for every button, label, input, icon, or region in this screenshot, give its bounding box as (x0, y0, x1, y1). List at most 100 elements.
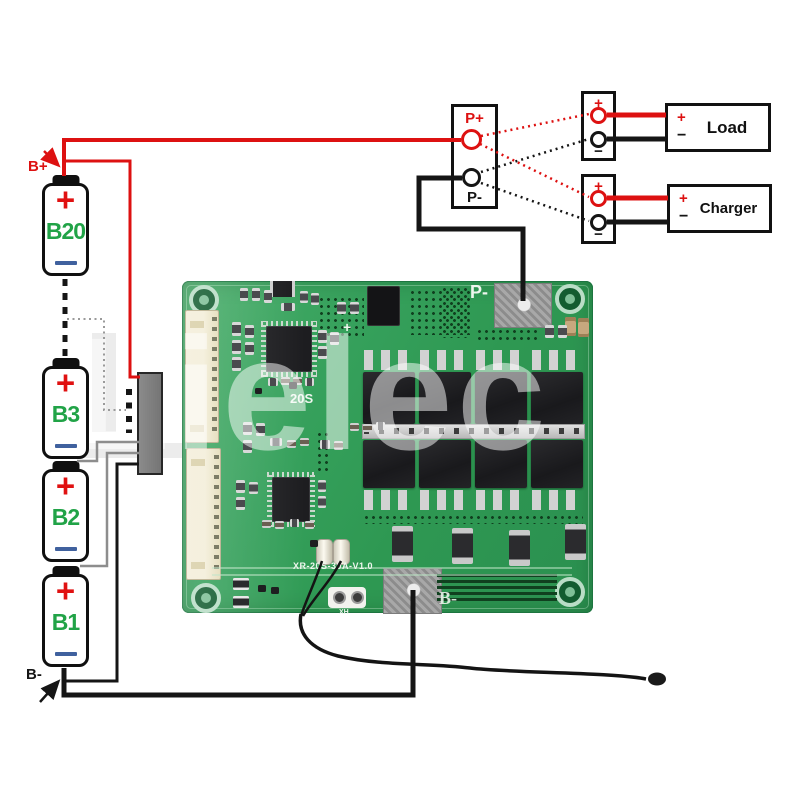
battery-b20: + B20 (42, 175, 89, 276)
bms-ic-2 (267, 472, 315, 527)
via-column-grid (437, 574, 557, 604)
smd-component (258, 585, 266, 592)
mosfet-legs (420, 350, 470, 370)
smd-component (305, 378, 314, 386)
load-minus-terminal[interactable] (590, 131, 607, 148)
silkscreen-model: XR-20S-30A-V1.0 (293, 561, 374, 571)
battery-positive-terminal (52, 358, 79, 368)
ghost-band-vertical (92, 333, 116, 432)
smd-component (300, 291, 308, 303)
load-connector-block: + − (581, 91, 616, 161)
smd-component (558, 325, 567, 338)
mounting-hole-bottom-right (555, 577, 585, 607)
smd-component (318, 480, 326, 492)
smd-component (243, 440, 252, 453)
smd-component (236, 497, 245, 510)
minus-symbol: − (594, 143, 603, 160)
silkscreen-p-minus: P- (470, 282, 488, 302)
smd-component (363, 424, 372, 432)
bms-ic-1 (261, 321, 317, 377)
mosfet (419, 372, 471, 424)
balance-connector-header-1 (185, 310, 219, 443)
load-label: Load (706, 117, 748, 137)
smd-component (310, 540, 318, 547)
p-plus-terminal[interactable] (461, 129, 482, 150)
smd-component (350, 423, 359, 431)
minus-symbol: − (594, 226, 603, 243)
charger-plus-terminal[interactable] (590, 190, 607, 207)
plus-symbol: + (55, 467, 76, 504)
mounting-hole-top-right (555, 284, 585, 314)
smd-component (249, 482, 258, 494)
b-minus-label: B- (26, 666, 42, 683)
smd-component (289, 382, 297, 389)
minus-symbol (54, 261, 77, 265)
smd-component (290, 519, 299, 527)
battery-b3: + B3 (42, 358, 89, 459)
smd-component (293, 377, 302, 385)
mosfet-legs (476, 350, 526, 370)
smd-component (233, 578, 249, 590)
balance-connector-header-2 (186, 448, 221, 580)
trace-line (212, 574, 572, 576)
smd-component (262, 520, 271, 528)
sense-resistor (565, 524, 586, 560)
p-minus-terminal[interactable] (462, 168, 481, 187)
smd-component (376, 422, 385, 430)
mosfet-legs (476, 490, 526, 510)
charger-label: Charger (699, 200, 758, 217)
plus-symbol: + (55, 572, 76, 609)
battery-name: B3 (51, 401, 80, 427)
diode (565, 317, 576, 336)
via-grid (476, 328, 540, 340)
smd-component (281, 303, 295, 311)
smd-component (318, 496, 326, 508)
balance-plug (137, 372, 163, 475)
mosfet (419, 440, 471, 488)
plus-symbol: + (55, 181, 76, 218)
smd-component (337, 302, 346, 314)
smd-component (233, 596, 249, 608)
minus-symbol (54, 547, 77, 551)
minus-symbol: − (679, 208, 689, 225)
charger-minus-terminal[interactable] (590, 214, 607, 231)
charger-connector-block: + − (581, 174, 616, 244)
power-ic (367, 286, 400, 326)
smd-component (275, 521, 284, 529)
smd-component (240, 288, 248, 301)
load-box: + − Load (665, 103, 771, 152)
smd-component (281, 377, 290, 385)
mosfet-tab-bar (362, 424, 585, 439)
battery-name: B20 (45, 218, 86, 244)
silkscreen-b-minus: B- (439, 588, 457, 608)
sense-resistor (452, 528, 473, 564)
smd-component (268, 378, 278, 386)
p-plus-label: P+ (465, 110, 484, 127)
mosfet (363, 372, 415, 424)
smd-component (264, 290, 272, 303)
smd-inductor (273, 281, 292, 297)
smd-component (245, 342, 254, 355)
via-grid (363, 514, 583, 524)
mosfet (531, 440, 583, 488)
battery-name: B1 (51, 609, 80, 635)
minus-symbol (54, 444, 77, 448)
smd-component (256, 423, 265, 436)
plus-symbol: + (594, 95, 603, 112)
smd-component (255, 388, 262, 394)
smd-component (232, 340, 241, 354)
mosfet-legs (364, 350, 414, 370)
battery-b2: + B2 (42, 461, 89, 562)
smd-component (232, 357, 241, 371)
plus-symbol: + (55, 364, 76, 401)
silkscreen-ntc-label: XH (339, 609, 349, 616)
b-plus-label: B+ (28, 158, 48, 175)
smd-component (350, 302, 359, 314)
mosfet-legs (420, 490, 470, 510)
smd-component (287, 440, 296, 448)
mosfet (475, 440, 527, 488)
smd-component (305, 521, 314, 529)
smd-component (243, 422, 252, 435)
smd-component (318, 346, 327, 359)
load-plus-terminal[interactable] (590, 107, 607, 124)
